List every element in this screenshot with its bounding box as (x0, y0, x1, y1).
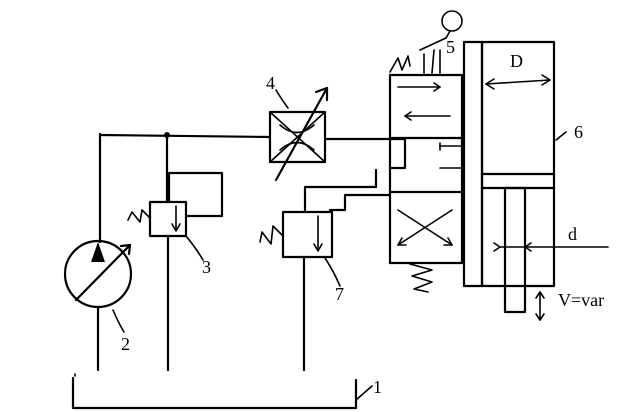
label-relief-valve: 3 (202, 257, 211, 277)
label-directional-valve: 5 (446, 37, 455, 57)
label-pump: 2 (121, 334, 130, 354)
pressure-line (98, 132, 272, 244)
relief-valve (127, 171, 224, 372)
label-piston-diameter: D (510, 51, 523, 71)
pump-direction-triangle (91, 242, 105, 262)
label-cylinder: 6 (574, 122, 583, 142)
pump (63, 239, 133, 372)
label-throttle-valve: 4 (266, 73, 275, 93)
throttle-valve (268, 86, 392, 182)
hydraulic-cylinder (462, 40, 609, 321)
label-tank: 1 (373, 377, 382, 397)
directional-valve (388, 10, 464, 293)
tank (71, 373, 373, 410)
label-rod-velocity: V=var (558, 290, 604, 310)
label-rod-diameter: d (568, 224, 577, 244)
label-pressure-valve: 7 (335, 284, 344, 304)
pressure-valve (259, 210, 341, 372)
